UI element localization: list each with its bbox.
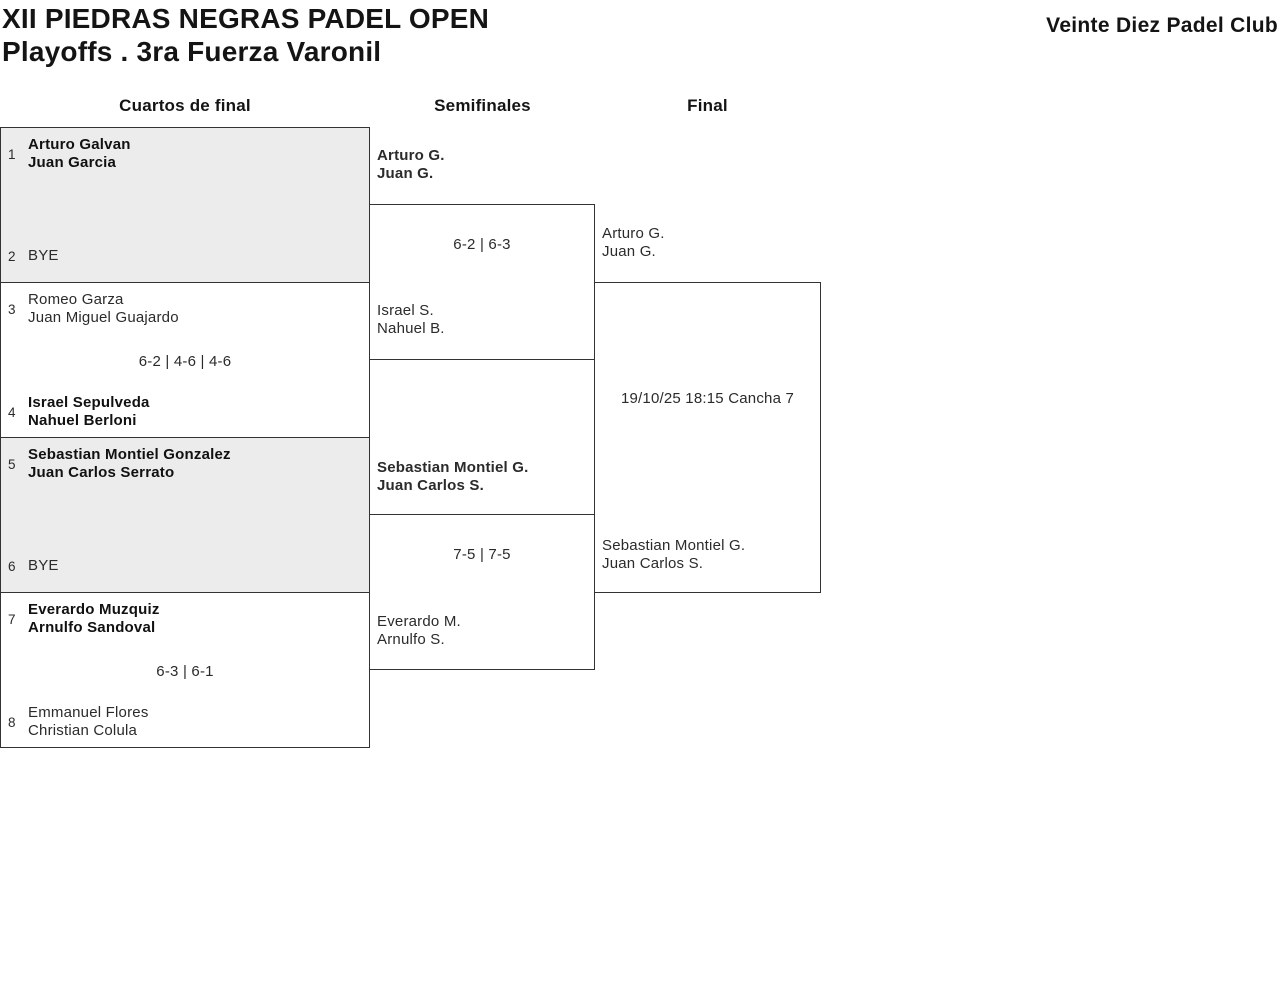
player-name: Sebastian Montiel G. (377, 459, 529, 476)
seed-number: 4 (8, 404, 16, 420)
team-slot-seed-2: 2 BYE (8, 247, 59, 265)
match-score: 6-2 | 6-3 (453, 236, 511, 253)
club-name: Veinte Diez Padel Club (1046, 14, 1278, 37)
team-slot-seed-4: 4 Israel Sepulveda Nahuel Berloni (8, 394, 150, 430)
match-score: 7-5 | 7-5 (453, 546, 511, 563)
player-name: Juan G. (602, 243, 656, 260)
match-quarterfinal-4: 7 Everardo Muzquiz Arnulfo Sandoval 6-3 … (0, 592, 370, 748)
player-name: Nahuel Berloni (28, 412, 137, 429)
final-team-top: Arturo G. Juan G. (602, 225, 665, 261)
round-header-semifinales: Semifinales (434, 96, 531, 115)
round-header-cuartos-de-final: Cuartos de final (119, 96, 251, 115)
player-name: Juan Carlos S. (377, 477, 485, 494)
player-name: Israel S. (377, 302, 434, 319)
team-slot-seed-1: 1 Arturo Galvan Juan Garcia (8, 136, 131, 172)
player-name: Arturo G. (602, 225, 665, 242)
match-final-box (594, 282, 821, 593)
player-name: Romeo Garza (28, 291, 124, 308)
semifinal-2-team-top: Sebastian Montiel G. Juan Carlos S. (377, 459, 529, 495)
player-name: Christian Colula (28, 722, 138, 739)
team-slot-seed-6: 6 BYE (8, 557, 59, 575)
seed-number: 2 (8, 248, 16, 264)
player-name: Arturo Galvan (28, 136, 131, 153)
player-name: Juan Garcia (28, 154, 117, 171)
player-name: Juan Carlos Serrato (28, 464, 175, 481)
semifinal-2-team-bottom: Everardo M. Arnulfo S. (377, 613, 461, 649)
team-names: Emmanuel Flores Christian Colula (28, 704, 149, 740)
match-quarterfinal-3: 5 Sebastian Montiel Gonzalez Juan Carlos… (0, 437, 370, 593)
player-name: Arnulfo S. (377, 631, 445, 648)
player-name: Everardo Muzquiz (28, 601, 160, 618)
match-score: 6-2 | 4-6 | 4-6 (138, 353, 232, 370)
team-slot-seed-3: 3 Romeo Garza Juan Miguel Guajardo (8, 291, 179, 327)
player-name: Arnulfo Sandoval (28, 619, 156, 636)
semifinal-1-team-top: Arturo G. Juan G. (377, 147, 445, 183)
match-semifinal-1-box (369, 204, 595, 360)
seed-number: 5 (8, 456, 16, 472)
player-name: Everardo M. (377, 613, 461, 630)
team-names: Arturo Galvan Juan Garcia (28, 136, 131, 172)
seed-number: 1 (8, 146, 16, 162)
team-names: Everardo Muzquiz Arnulfo Sandoval (28, 601, 160, 637)
final-team-bottom: Sebastian Montiel G. Juan Carlos S. (602, 537, 745, 573)
team-names: BYE (28, 557, 59, 575)
match-quarterfinal-2: 3 Romeo Garza Juan Miguel Guajardo 6-2 |… (0, 282, 370, 438)
final-schedule: 19/10/25 18:15 Cancha 7 (620, 390, 795, 407)
player-name: Juan G. (377, 165, 434, 182)
match-quarterfinal-1: 1 Arturo Galvan Juan Garcia 2 BYE (0, 127, 370, 283)
semifinal-1-team-bottom: Israel S. Nahuel B. (377, 302, 445, 338)
bye-label: BYE (28, 247, 59, 264)
player-name: Juan Miguel Guajardo (28, 309, 179, 326)
page-subtitle: Playoffs . 3ra Fuerza Varonil (2, 36, 382, 67)
team-slot-seed-7: 7 Everardo Muzquiz Arnulfo Sandoval (8, 601, 160, 637)
player-name: Sebastian Montiel G. (602, 537, 746, 554)
seed-number: 3 (8, 301, 16, 317)
team-names: BYE (28, 247, 59, 265)
seed-number: 6 (8, 558, 16, 574)
team-names: Sebastian Montiel Gonzalez Juan Carlos S… (28, 446, 231, 482)
match-score: 6-3 | 6-1 (156, 663, 214, 680)
bye-label: BYE (28, 557, 59, 574)
player-name: Juan Carlos S. (602, 555, 704, 572)
team-slot-seed-5: 5 Sebastian Montiel Gonzalez Juan Carlos… (8, 446, 231, 482)
team-names: Israel Sepulveda Nahuel Berloni (28, 394, 150, 430)
player-name: Emmanuel Flores (28, 704, 149, 721)
match-semifinal-2-box (369, 514, 595, 670)
player-name: Sebastian Montiel Gonzalez (28, 446, 231, 463)
seed-number: 8 (8, 714, 16, 730)
seed-number: 7 (8, 611, 16, 627)
round-header-final: Final (687, 96, 728, 115)
team-slot-seed-8: 8 Emmanuel Flores Christian Colula (8, 704, 149, 740)
player-name: Arturo G. (377, 147, 445, 164)
player-name: Nahuel B. (377, 320, 445, 337)
team-names: Romeo Garza Juan Miguel Guajardo (28, 291, 179, 327)
player-name: Israel Sepulveda (28, 394, 150, 411)
page-title: XII PIEDRAS NEGRAS PADEL OPEN (2, 3, 490, 34)
